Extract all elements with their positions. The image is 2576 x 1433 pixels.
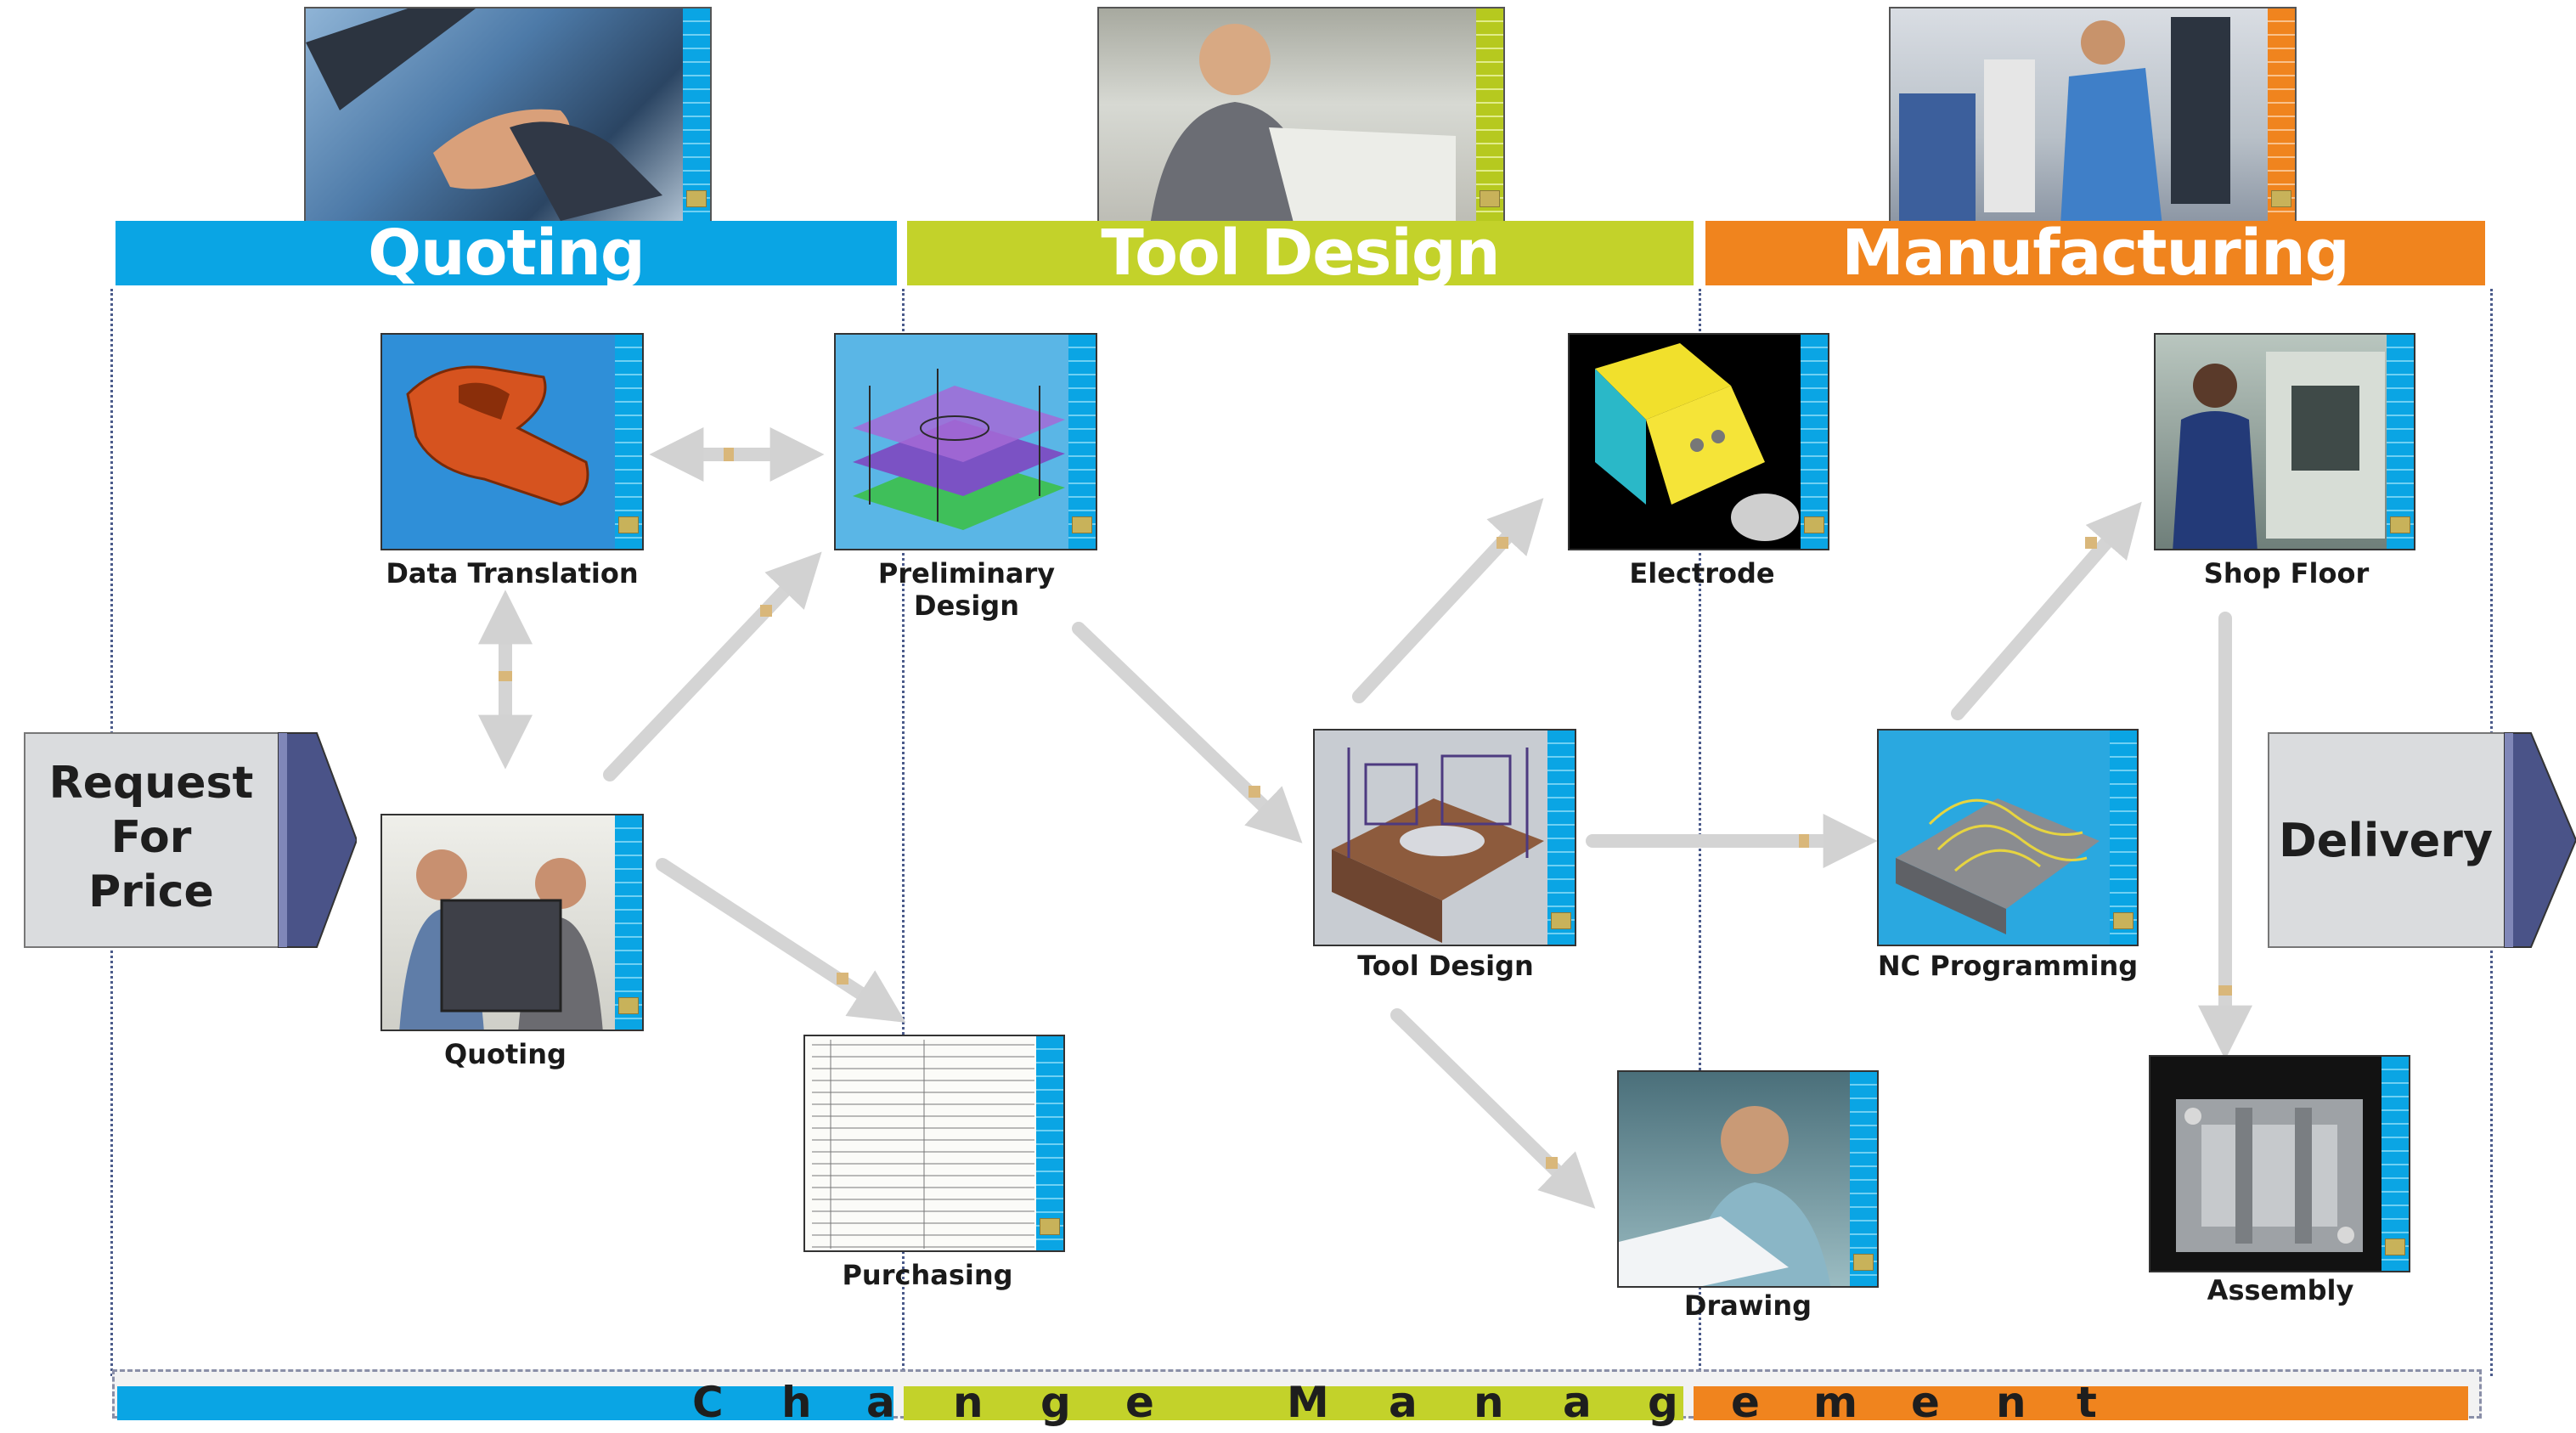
preliminary-design-label: Preliminary Design (877, 557, 1056, 622)
request-for-price-node: Request For Price (24, 732, 357, 948)
request-line-3: Price (88, 866, 214, 917)
purchasing-label: Purchasing (842, 1259, 1013, 1291)
change-bar-tool-design (904, 1386, 1683, 1420)
electrode-image (1568, 333, 1829, 550)
shop-floor-image (2154, 333, 2415, 550)
assembly-label: Assembly (2207, 1274, 2354, 1306)
phase-manufacturing: Manufacturing (1705, 221, 2485, 285)
change-bar-quoting (117, 1386, 893, 1420)
phase-quoting: Quoting (116, 221, 897, 285)
request-line-2: For (110, 812, 192, 863)
cm-letter-10: a (1563, 1378, 1592, 1427)
purchasing-image (803, 1035, 1065, 1252)
change-bar-manufacturing (1694, 1386, 2468, 1420)
request-line-1: Request (48, 758, 254, 809)
cm-letter-11: g (1648, 1378, 1678, 1427)
machinist-photo (1889, 7, 2297, 224)
cm-letter-13: m (1813, 1378, 1858, 1427)
cm-letter-3: a (866, 1378, 895, 1427)
cm-letter-5: g (1040, 1378, 1071, 1427)
phase-tool-design: Tool Design (907, 221, 1694, 285)
cm-letter-14: e (1911, 1378, 1940, 1427)
data-translation-label: Data Translation (386, 557, 639, 590)
preliminary-design-image (834, 333, 1097, 550)
designer-photo (1097, 7, 1505, 224)
cm-letter-1: C (692, 1378, 724, 1427)
drawing-image (1617, 1070, 1879, 1288)
nc-programming-label: NC Programming (1877, 950, 2139, 982)
cm-letter-2: h (781, 1378, 812, 1427)
quoting-node-label: Quoting (444, 1038, 566, 1070)
cm-letter-9: n (1474, 1378, 1504, 1427)
delivery-label: Delivery (2278, 814, 2494, 867)
cm-letter-4: n (953, 1378, 984, 1427)
nc-programming-image (1877, 729, 2139, 946)
electrode-label: Electrode (1629, 557, 1775, 590)
tool-design-image (1313, 729, 1576, 946)
cm-letter-12: e (1731, 1378, 1760, 1427)
handshake-photo (304, 7, 712, 224)
delivery-node: Delivery (2268, 732, 2576, 948)
cm-letter-15: n (1996, 1378, 2026, 1427)
divider-2 (1699, 289, 1701, 1376)
shop-floor-label: Shop Floor (2203, 557, 2370, 590)
tool-design-node-label: Tool Design (1357, 950, 1534, 982)
cm-letter-6: e (1125, 1378, 1154, 1427)
data-translation-image (380, 333, 644, 550)
drawing-label: Drawing (1683, 1289, 1812, 1322)
cm-letter-7: M (1287, 1378, 1329, 1427)
divider-1 (902, 289, 905, 1376)
cm-letter-16: t (2077, 1378, 2097, 1427)
assembly-image (2149, 1055, 2410, 1272)
cm-letter-8: a (1389, 1378, 1418, 1427)
quoting-image (380, 814, 644, 1031)
